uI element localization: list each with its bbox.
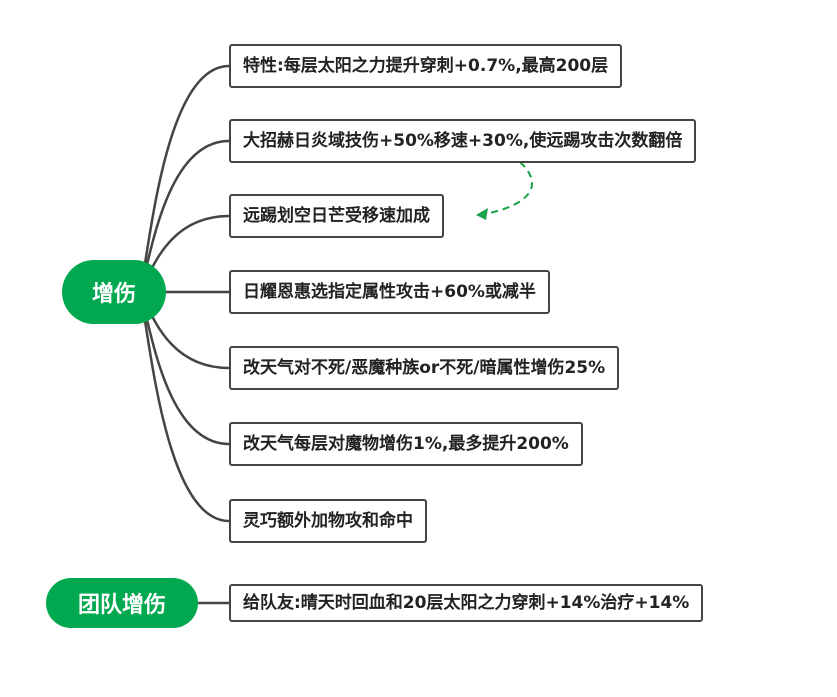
connector-line <box>138 291 230 523</box>
child-node[interactable]: 日耀恩惠选指定属性攻击+60%或减半 <box>229 270 550 314</box>
child-node[interactable]: 改天气每层对魔物增伤1%,最多提升200% <box>229 422 583 466</box>
child-node[interactable]: 远踢划空日芒受移速加成 <box>229 194 444 238</box>
root-node-team-damage-boost[interactable]: 团队增伤 <box>46 578 198 628</box>
child-node[interactable]: 给队友:晴天时回血和20层太阳之力穿刺+14%治疗+14% <box>229 584 704 622</box>
child-node[interactable]: 大招赫日炎域技伤+50%移速+30%,使远踢攻击次数翻倍 <box>229 119 697 163</box>
child-node[interactable]: 特性:每层太阳之力提升穿刺+0.7%,最高200层 <box>229 44 623 88</box>
connector-line <box>138 64 230 293</box>
arrowhead-icon <box>476 208 488 220</box>
child-node[interactable]: 改天气对不死/恶魔种族or不死/暗属性增伤25% <box>229 346 620 390</box>
root-node-damage-boost[interactable]: 增伤 <box>62 260 166 324</box>
child-node[interactable]: 灵巧额外加物攻和命中 <box>229 499 427 543</box>
dashed-arrow <box>484 161 533 215</box>
